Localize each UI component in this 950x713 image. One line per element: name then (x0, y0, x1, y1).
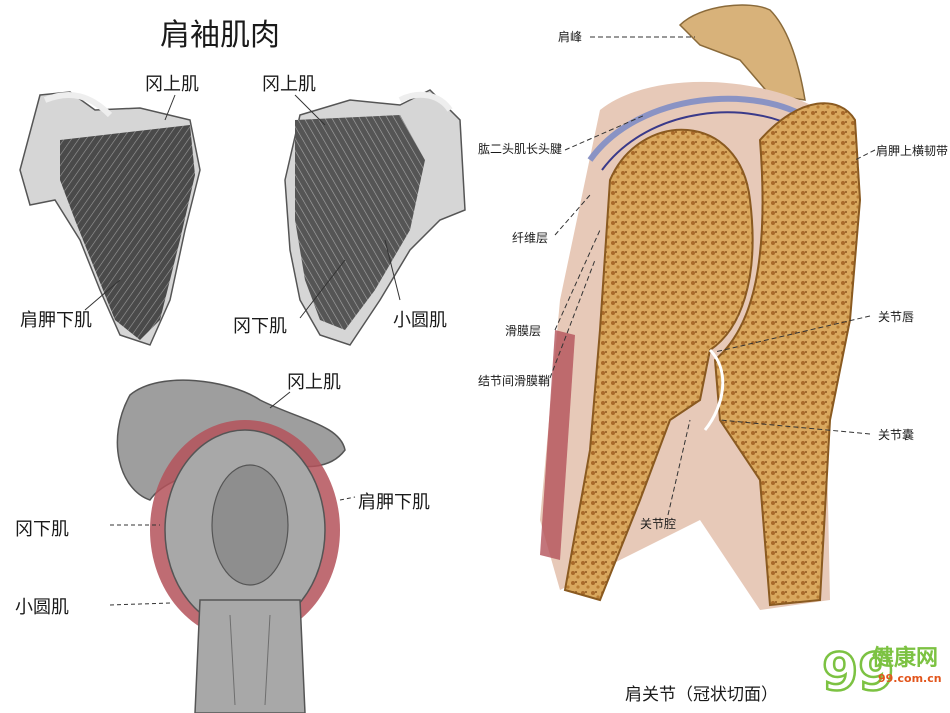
label-fibrous-layer: 纤维层 (512, 231, 549, 245)
scapula-left-figure (19, 91, 201, 346)
label-synovial-layer: 滑膜层 (505, 324, 542, 338)
coronal-section-figure (540, 4, 862, 611)
label-subscapularis-left: 肩胛下肌 (20, 310, 92, 331)
page-title: 肩袖肌肉 (160, 18, 280, 53)
watermark-site: 99.com.cn (878, 672, 942, 685)
label-teres-minor-right: 小圆肌 (393, 310, 447, 331)
scapula-right-figure (284, 89, 466, 346)
label-joint-capsule: 关节囊 (878, 428, 915, 442)
label-supraspinatus-right: 冈上肌 (262, 74, 316, 95)
lateral-view-figure (116, 379, 346, 713)
figure-caption: 肩关节（冠状切面） (625, 685, 778, 705)
label-superior-transverse-scapular-ligament: 肩胛上横韧带 (876, 144, 949, 158)
logo-mark: 99 (822, 643, 894, 703)
label-biceps-long-head-tendon: 肱二头肌长头腱 (478, 142, 563, 156)
label-subscapularis-lateral: 肩胛下肌 (358, 492, 430, 513)
label-supraspinatus-left: 冈上肌 (145, 74, 199, 95)
label-glenoid-labrum: 关节唇 (878, 310, 915, 324)
label-intertubercular-sheath: 结节间滑膜鞘 (478, 374, 551, 388)
label-infraspinatus-lateral: 冈下肌 (15, 519, 69, 540)
label-teres-minor-lateral: 小圆肌 (15, 597, 69, 618)
leader-lines (84, 36, 876, 606)
label-joint-cavity: 关节腔 (640, 517, 677, 531)
watermark-logo: 99 (821, 642, 896, 705)
label-infraspinatus-right: 冈下肌 (233, 316, 287, 337)
label-supraspinatus-lateral: 冈上肌 (287, 372, 341, 393)
watermark-brand: 健康网 (872, 646, 939, 671)
label-acromion: 肩峰 (558, 30, 583, 44)
